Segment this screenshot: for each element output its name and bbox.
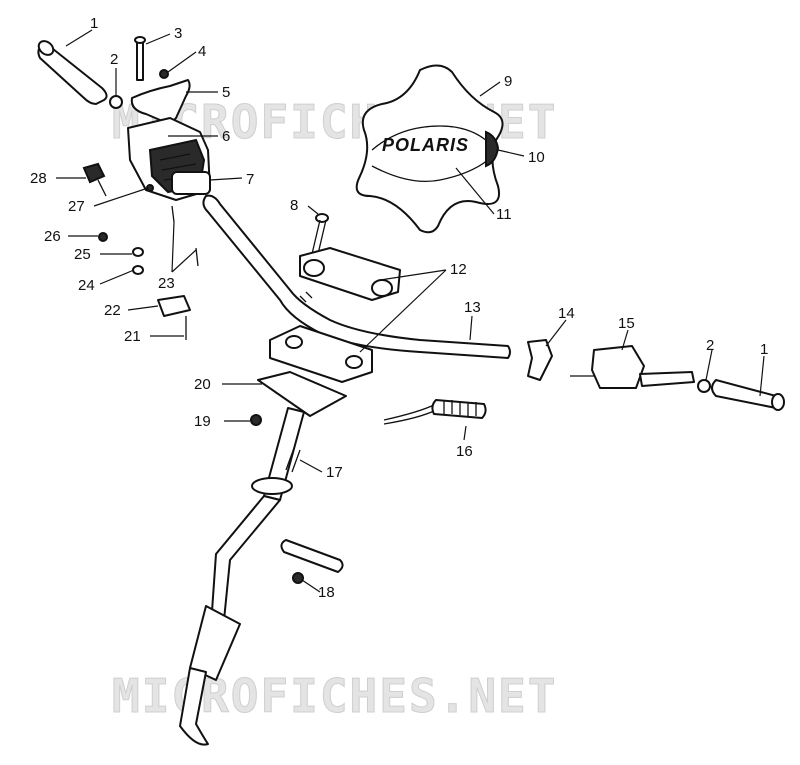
nut-26 [98, 232, 108, 242]
callout-28: 28 [30, 170, 47, 187]
callout-4: 4 [198, 43, 206, 60]
callout-17: 17 [326, 464, 343, 481]
bolt-17 [285, 447, 301, 473]
nut-19 [250, 414, 262, 426]
callout-13: 13 [464, 299, 481, 316]
nut-4 [159, 69, 169, 79]
handlebar [202, 194, 511, 359]
steering-post [179, 407, 305, 746]
callout-18: 18 [318, 584, 335, 601]
left-grip [37, 40, 108, 105]
callout-5: 5 [222, 84, 230, 101]
callout-16: 16 [456, 443, 473, 460]
callout-26: 26 [44, 228, 61, 245]
left-washer [109, 95, 123, 109]
bolt-3 [134, 36, 146, 81]
right-grip [711, 379, 785, 411]
callout-25: 25 [74, 246, 91, 263]
right-control-15 [570, 345, 695, 389]
callout-9: 9 [504, 73, 512, 90]
washer-24 [132, 265, 144, 275]
callout-1-left: 1 [90, 15, 98, 32]
callout-14: 14 [558, 305, 575, 322]
handlebar-pad: POLARIS [355, 64, 504, 234]
callout-8: 8 [290, 197, 298, 214]
callout-21: 21 [124, 328, 141, 345]
block-22 [157, 295, 191, 317]
screws-23 [171, 205, 199, 267]
callout-6: 6 [222, 128, 230, 145]
pad-strap-10 [485, 130, 500, 168]
cable-16 [383, 399, 487, 425]
brake-bracket-14 [527, 339, 553, 381]
callout-2-right: 2 [706, 337, 714, 354]
switch-28 [82, 162, 107, 197]
sleeve [280, 539, 344, 573]
upper-clamp [299, 247, 401, 301]
right-washer [697, 379, 711, 393]
callout-labels: 1 2 3 4 5 6 7 8 9 10 11 12 13 14 15 2 1 … [30, 15, 768, 601]
callout-10: 10 [528, 149, 545, 166]
nut-18 [292, 572, 304, 584]
polaris-logo: POLARIS [382, 135, 469, 155]
steering-plate [257, 371, 347, 417]
callout-22: 22 [104, 302, 121, 319]
washer-25 [132, 247, 144, 257]
lower-clamp [269, 325, 373, 383]
callout-11: 11 [496, 206, 512, 223]
callout-15: 15 [618, 315, 635, 332]
bracket-5 [130, 79, 191, 124]
callout-20: 20 [194, 376, 211, 393]
callout-24: 24 [78, 277, 95, 294]
callout-23: 23 [158, 275, 175, 292]
bolt-8 [311, 213, 329, 255]
callout-19: 19 [194, 413, 211, 430]
callout-2-left: 2 [110, 51, 118, 68]
leader-lines [56, 29, 765, 593]
callout-1-right: 1 [760, 341, 768, 358]
watermark-bottom: MICROFICHES.NET [112, 669, 557, 723]
callout-12: 12 [450, 261, 467, 278]
callout-3: 3 [174, 25, 182, 42]
callout-7: 7 [246, 171, 254, 188]
callout-27: 27 [68, 198, 85, 215]
left-switch-housing [127, 117, 211, 201]
